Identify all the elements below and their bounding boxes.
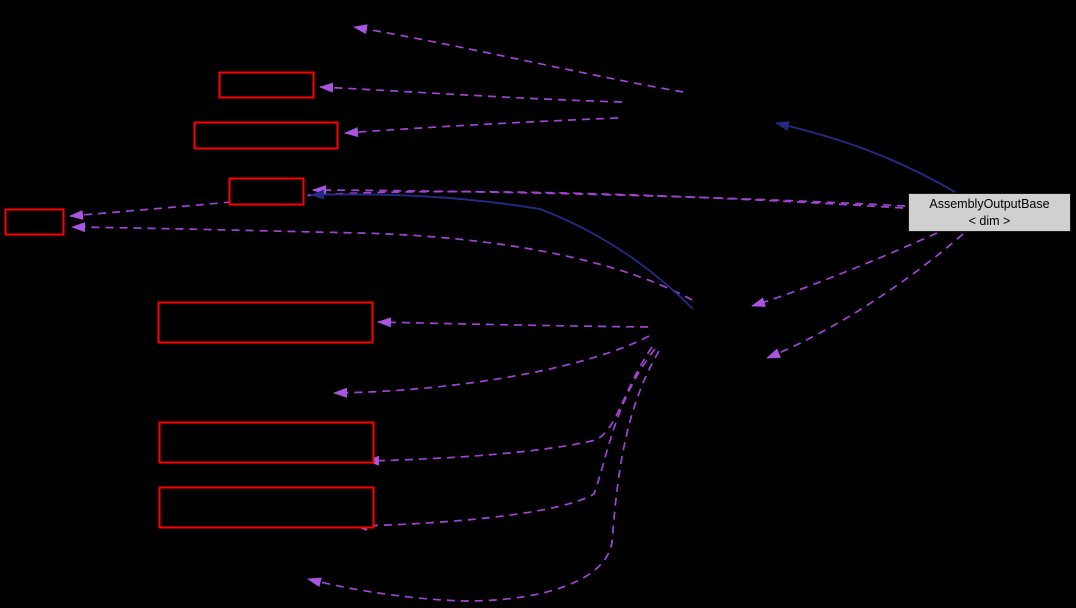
usage-edge-node2 (344, 117, 619, 138)
truncated-node-7[interactable] (158, 486, 375, 529)
usage-edge-node5 (377, 317, 649, 328)
inheritance-edge-from-base (775, 121, 956, 193)
assembly-output-base-node[interactable]: AssemblyOutputBase < dim > (908, 193, 1071, 232)
usage-edge-from-base-1 (751, 232, 938, 307)
usage-edge-node6 (365, 346, 653, 466)
usage-edge-top-float (353, 24, 684, 93)
usage-edge-from-base-2 (766, 233, 964, 359)
truncated-node-1[interactable] (218, 71, 315, 99)
usage-edge-node4-upper (69, 190, 904, 220)
truncated-node-3[interactable] (228, 177, 305, 206)
truncated-node-4[interactable] (4, 208, 65, 236)
node-label-line1: AssemblyOutputBase (929, 196, 1050, 211)
usage-edge-node1 (319, 82, 623, 103)
truncated-node-5[interactable] (157, 301, 374, 344)
truncated-node-2[interactable] (193, 121, 339, 150)
usage-edge-node7 (353, 348, 656, 531)
usage-edge-node4-lower (71, 222, 693, 301)
truncated-node-6[interactable] (158, 421, 375, 464)
usage-edge-bottom-float (307, 350, 660, 602)
usage-edge-mid-float (333, 335, 650, 398)
inheritance-edge-node3 (310, 189, 694, 310)
node-label-line2: < dim > (968, 213, 1011, 228)
